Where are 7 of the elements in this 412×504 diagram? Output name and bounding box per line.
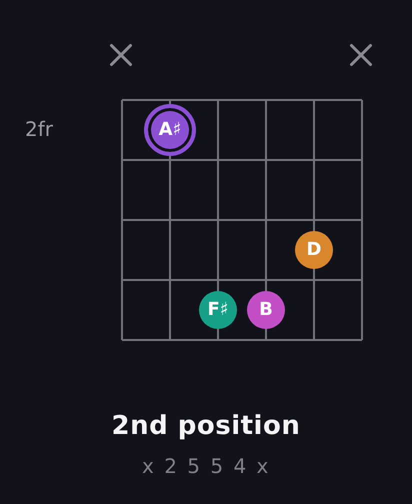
note-dot: D [295, 231, 333, 269]
fingering-caption: x 2 5 5 4 x [142, 455, 270, 478]
root-note-dot: A♯ [144, 104, 196, 156]
chord-title: 2nd position [112, 412, 300, 442]
fret-number: 2fr [25, 118, 53, 141]
note-dot: B [247, 291, 285, 329]
note-dot: F♯ [199, 291, 237, 329]
